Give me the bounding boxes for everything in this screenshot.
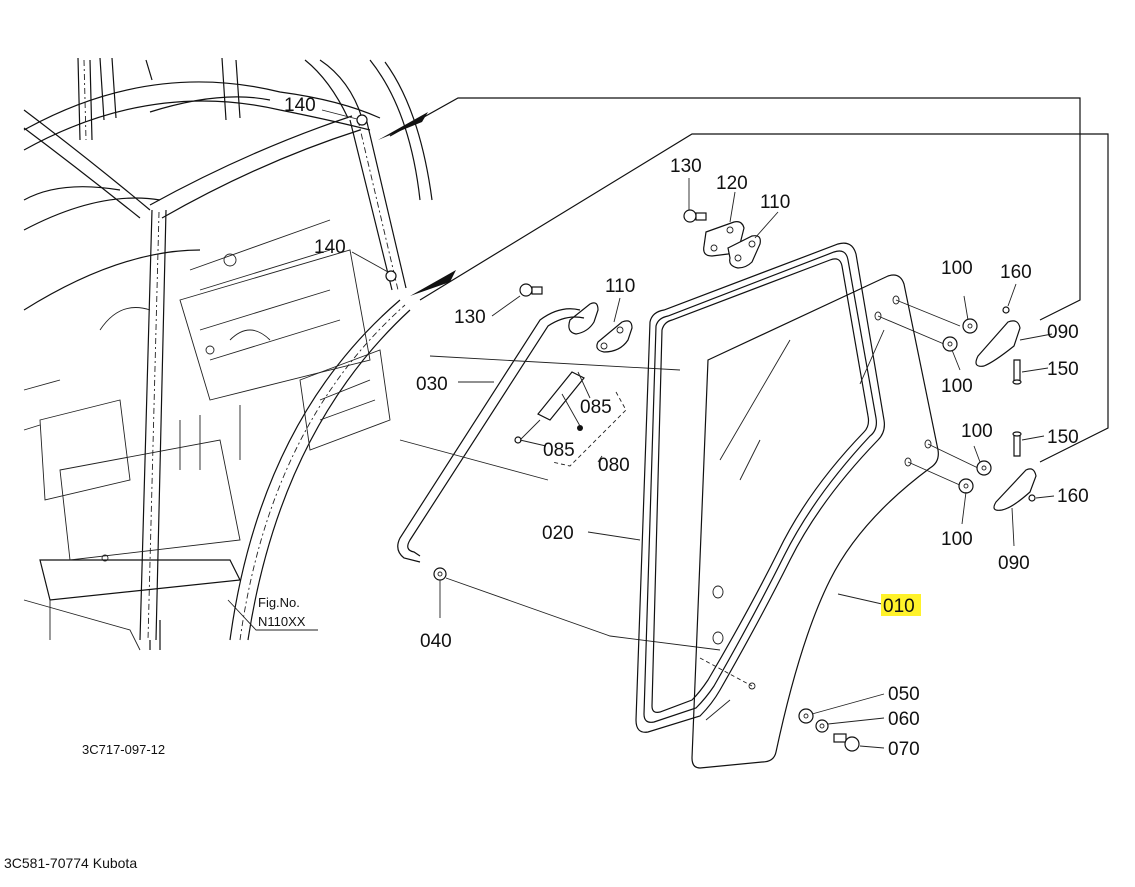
rod-and-gas-strut bbox=[397, 308, 721, 651]
callout-010-highlighted[interactable]: 010 bbox=[883, 596, 915, 617]
highlight-010 bbox=[881, 594, 921, 616]
drawing-number: 3C717-097-12 bbox=[82, 742, 165, 757]
fig-ref-leader bbox=[227, 599, 318, 631]
callout-100: 100 bbox=[961, 421, 993, 442]
callout-140: 140 bbox=[314, 237, 346, 258]
callout-100: 100 bbox=[941, 258, 973, 279]
callout-labels: 140 140 130 120 110 130 110 030 085 085 … bbox=[284, 95, 1089, 760]
callout-110: 110 bbox=[605, 276, 635, 297]
callout-050: 050 bbox=[888, 684, 920, 705]
callout-160: 160 bbox=[1057, 486, 1089, 507]
caption: 3C581-70774 Kubota bbox=[4, 855, 137, 871]
callout-140: 140 bbox=[284, 95, 316, 116]
callout-130: 130 bbox=[454, 307, 486, 328]
callout-160: 160 bbox=[1000, 262, 1032, 283]
fig-no-value: N110XX bbox=[258, 614, 306, 629]
callout-030: 030 bbox=[416, 374, 448, 395]
callout-070: 070 bbox=[888, 739, 920, 760]
callout-085: 085 bbox=[543, 440, 575, 461]
upper-hinge-parts bbox=[491, 178, 779, 353]
callout-120: 120 bbox=[716, 173, 748, 194]
callout-150: 150 bbox=[1047, 359, 1079, 380]
callout-100: 100 bbox=[941, 376, 973, 397]
callout-020: 020 bbox=[542, 523, 574, 544]
reference-lines bbox=[389, 97, 1109, 463]
door-glass bbox=[691, 274, 939, 769]
callout-150: 150 bbox=[1047, 427, 1079, 448]
callout-110: 110 bbox=[760, 192, 790, 213]
callout-080: 080 bbox=[598, 455, 630, 476]
door-seal bbox=[587, 242, 885, 733]
callout-130: 130 bbox=[670, 156, 702, 177]
callout-060: 060 bbox=[888, 709, 920, 730]
callout-090: 090 bbox=[998, 553, 1030, 574]
cab-frame-drawing bbox=[23, 57, 456, 651]
right-hinge-hardware bbox=[798, 283, 1055, 752]
callout-090: 090 bbox=[1047, 322, 1079, 343]
fig-no-label: Fig.No. bbox=[258, 595, 300, 610]
callout-040: 040 bbox=[420, 631, 452, 652]
callout-100: 100 bbox=[941, 529, 973, 550]
callout-085: 085 bbox=[580, 397, 612, 418]
